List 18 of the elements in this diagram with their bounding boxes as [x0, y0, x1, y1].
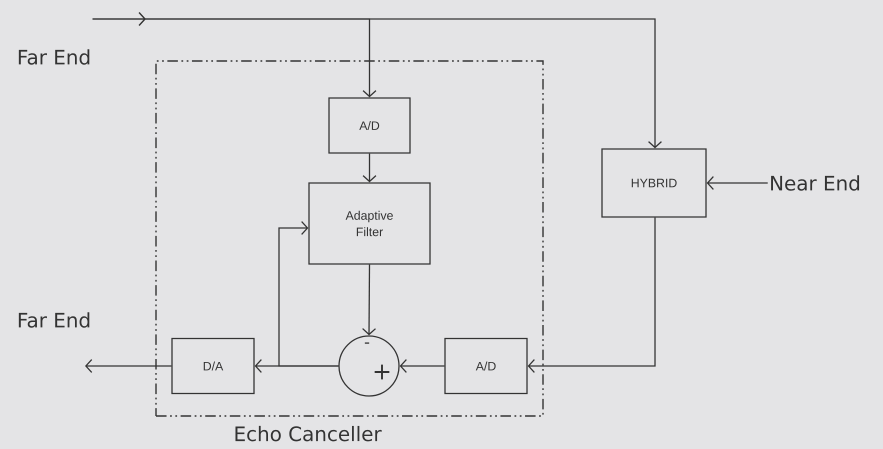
- block-box: A/D: [444, 338, 528, 394]
- arrow: [528, 218, 656, 373]
- arrow: [278, 221, 338, 367]
- block-box: D/A: [171, 338, 255, 394]
- block-box: Adaptive Filter: [308, 182, 431, 265]
- block-box: A/D: [328, 97, 411, 154]
- arrow: [706, 176, 768, 190]
- arrow: [362, 154, 376, 182]
- arrow: [400, 359, 444, 373]
- signal-label: Far End: [18, 49, 90, 65]
- arrow: [92, 12, 662, 148]
- node-label: Echo Canceller: [235, 426, 382, 442]
- arrow: [362, 264, 376, 336]
- signal-label: Near End: [771, 175, 860, 191]
- arrow: [85, 359, 172, 373]
- summing-junction: - +: [338, 335, 400, 397]
- block-box: HYBRID: [601, 148, 707, 218]
- signal-label: Far End: [18, 312, 90, 328]
